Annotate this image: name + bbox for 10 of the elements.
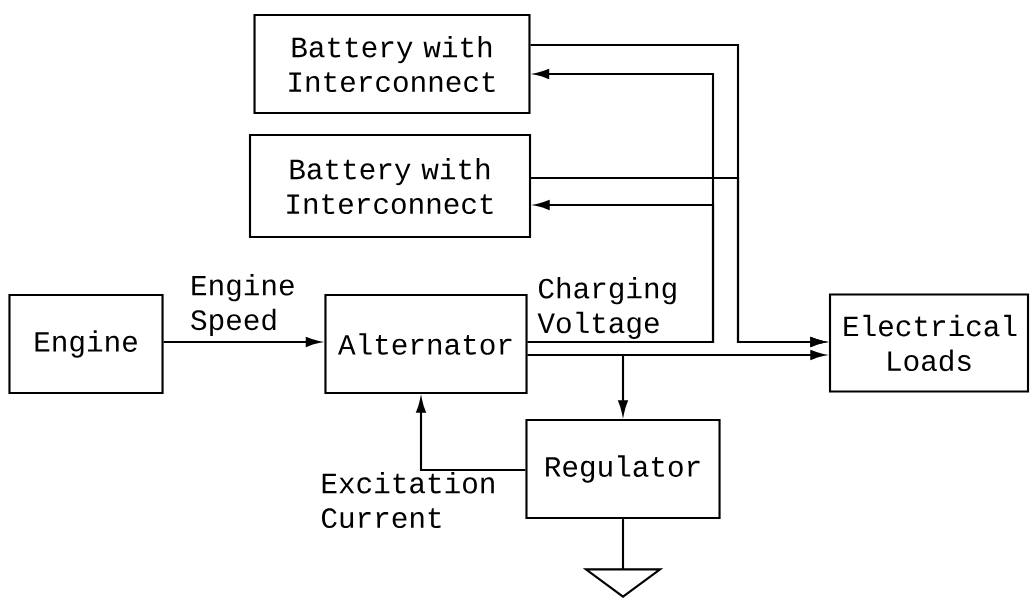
edge-label: Engine Speed (191, 274, 294, 336)
block-box: Alternator (324, 293, 528, 395)
edge-label: Charging Voltage (537, 277, 676, 339)
block-box: Battery with Interconnect (248, 133, 532, 239)
edge-label: Excitation Current (322, 471, 494, 529)
connector-arrow (527, 200, 715, 344)
block-box: Engine (8, 293, 164, 395)
block-box: Battery with Interconnect (253, 13, 531, 115)
block-box: Electrical Loads (828, 293, 1030, 393)
block-box: Regulator (525, 418, 721, 520)
